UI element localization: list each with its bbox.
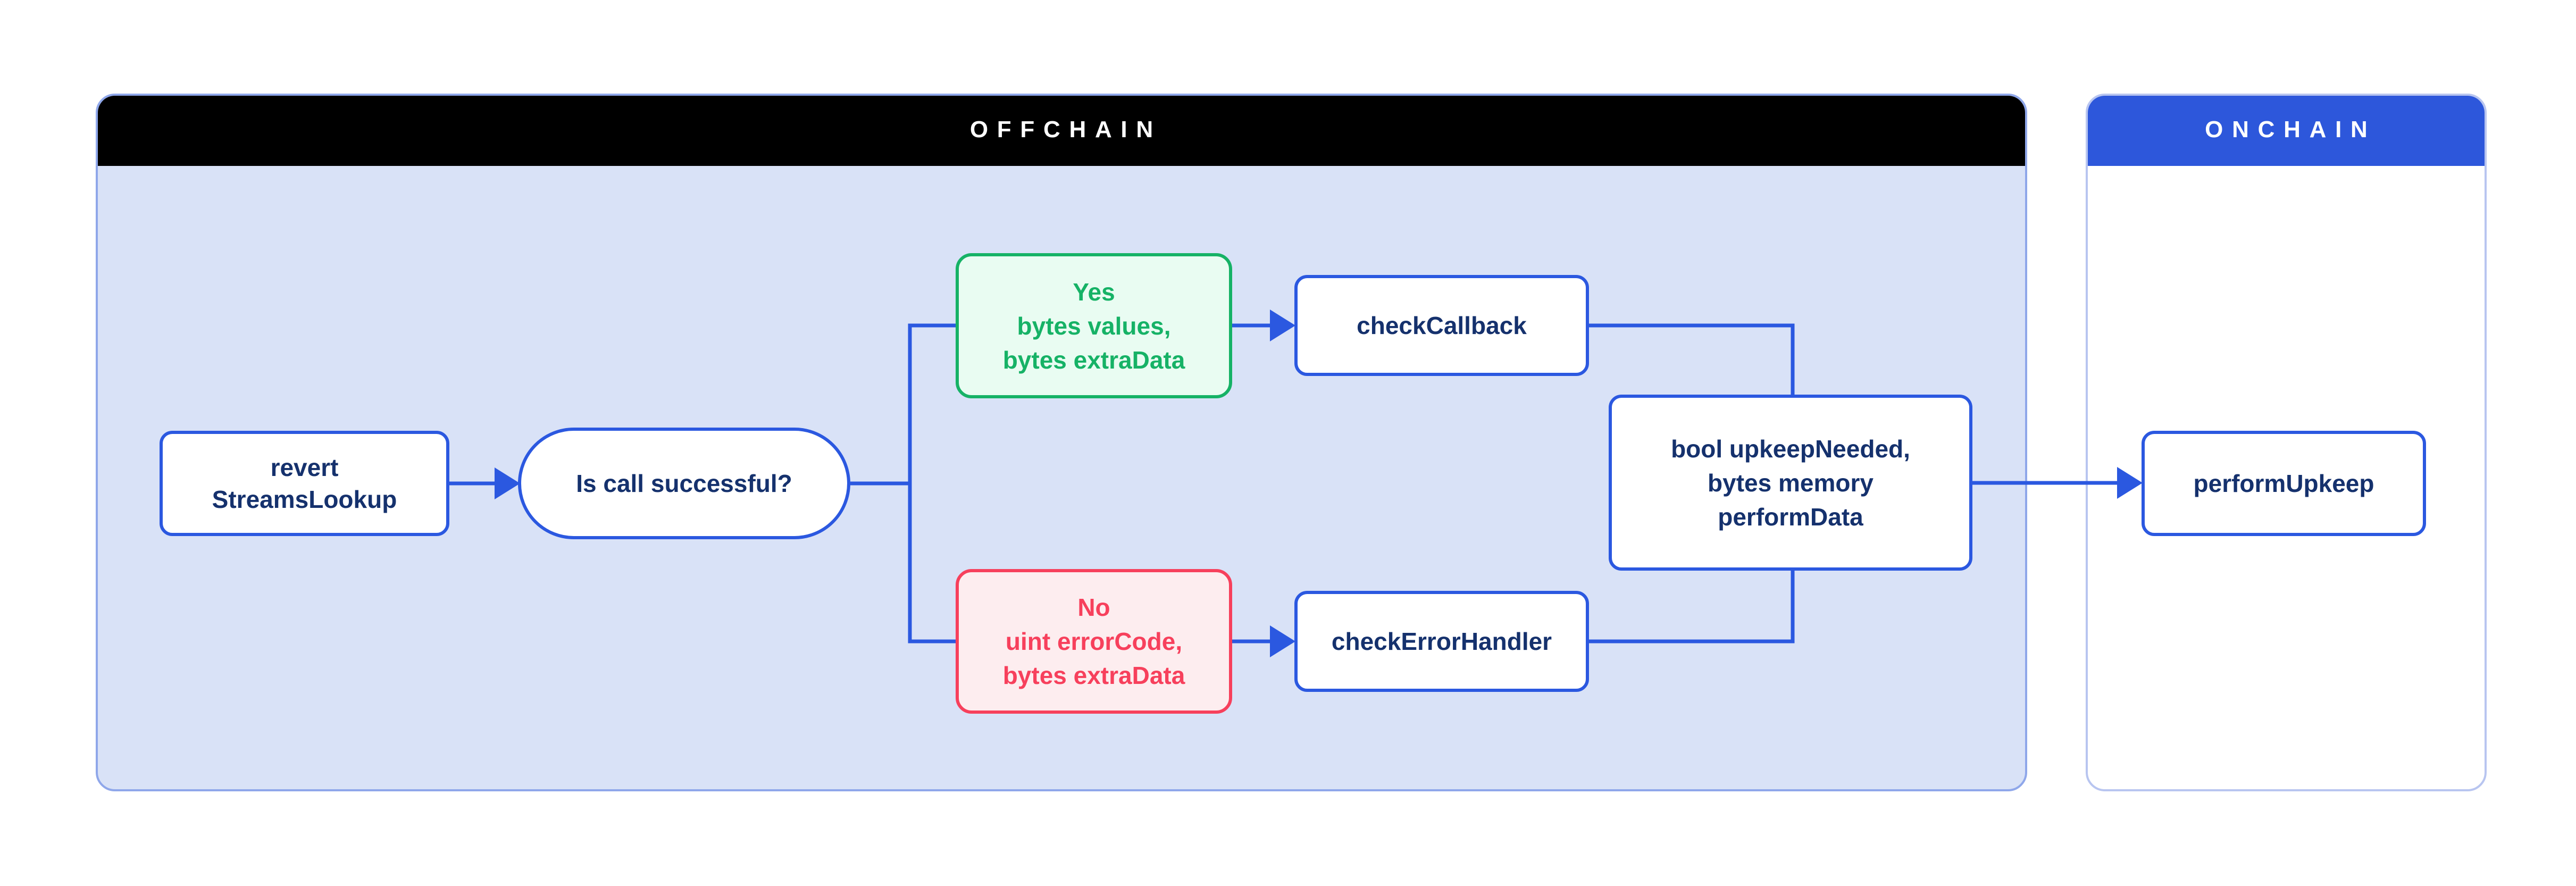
node-label-line: bool upkeepNeeded, xyxy=(1671,434,1910,463)
node-check-callback: checkCallback xyxy=(1294,275,1589,376)
offchain-panel-header: OFFCHAIN xyxy=(98,96,2025,166)
node-label-line: Yes xyxy=(1073,278,1115,306)
node-yes-branch: Yes bytes values, bytes extraData xyxy=(956,253,1232,398)
node-label-line: No xyxy=(1077,594,1110,621)
node-perform-upkeep: performUpkeep xyxy=(2142,431,2426,536)
node-revert-streamslookup: revert StreamsLookup xyxy=(160,431,449,536)
node-label-line: bytes extraData xyxy=(1002,662,1185,689)
node-label-line: StreamsLookup xyxy=(212,486,397,513)
node-label-line: performData xyxy=(1718,503,1863,531)
onchain-panel-header: ONCHAIN xyxy=(2088,96,2485,166)
offchain-panel-title: OFFCHAIN xyxy=(969,116,1162,143)
node-label-line: uint errorCode, xyxy=(1005,628,1183,655)
node-check-error-handler: checkErrorHandler xyxy=(1294,591,1589,692)
node-check-upkeep-result: bool upkeepNeeded, bytes memory performD… xyxy=(1609,395,1972,571)
node-label-line: bytes memory xyxy=(1708,469,1874,497)
node-label-line: performUpkeep xyxy=(2193,470,2374,497)
node-is-call-successful: Is call successful? xyxy=(518,428,850,539)
node-label-line: checkErrorHandler xyxy=(1331,628,1552,655)
node-label-line: revert xyxy=(270,454,339,481)
onchain-panel-title: ONCHAIN xyxy=(2205,116,2377,143)
node-no-branch: No uint errorCode, bytes extraData xyxy=(956,569,1232,714)
node-label-line: bytes values, xyxy=(1017,312,1171,340)
node-label-line: checkCallback xyxy=(1357,312,1527,339)
node-label-line: bytes extraData xyxy=(1002,346,1185,374)
node-label-line: Is call successful? xyxy=(576,470,792,497)
